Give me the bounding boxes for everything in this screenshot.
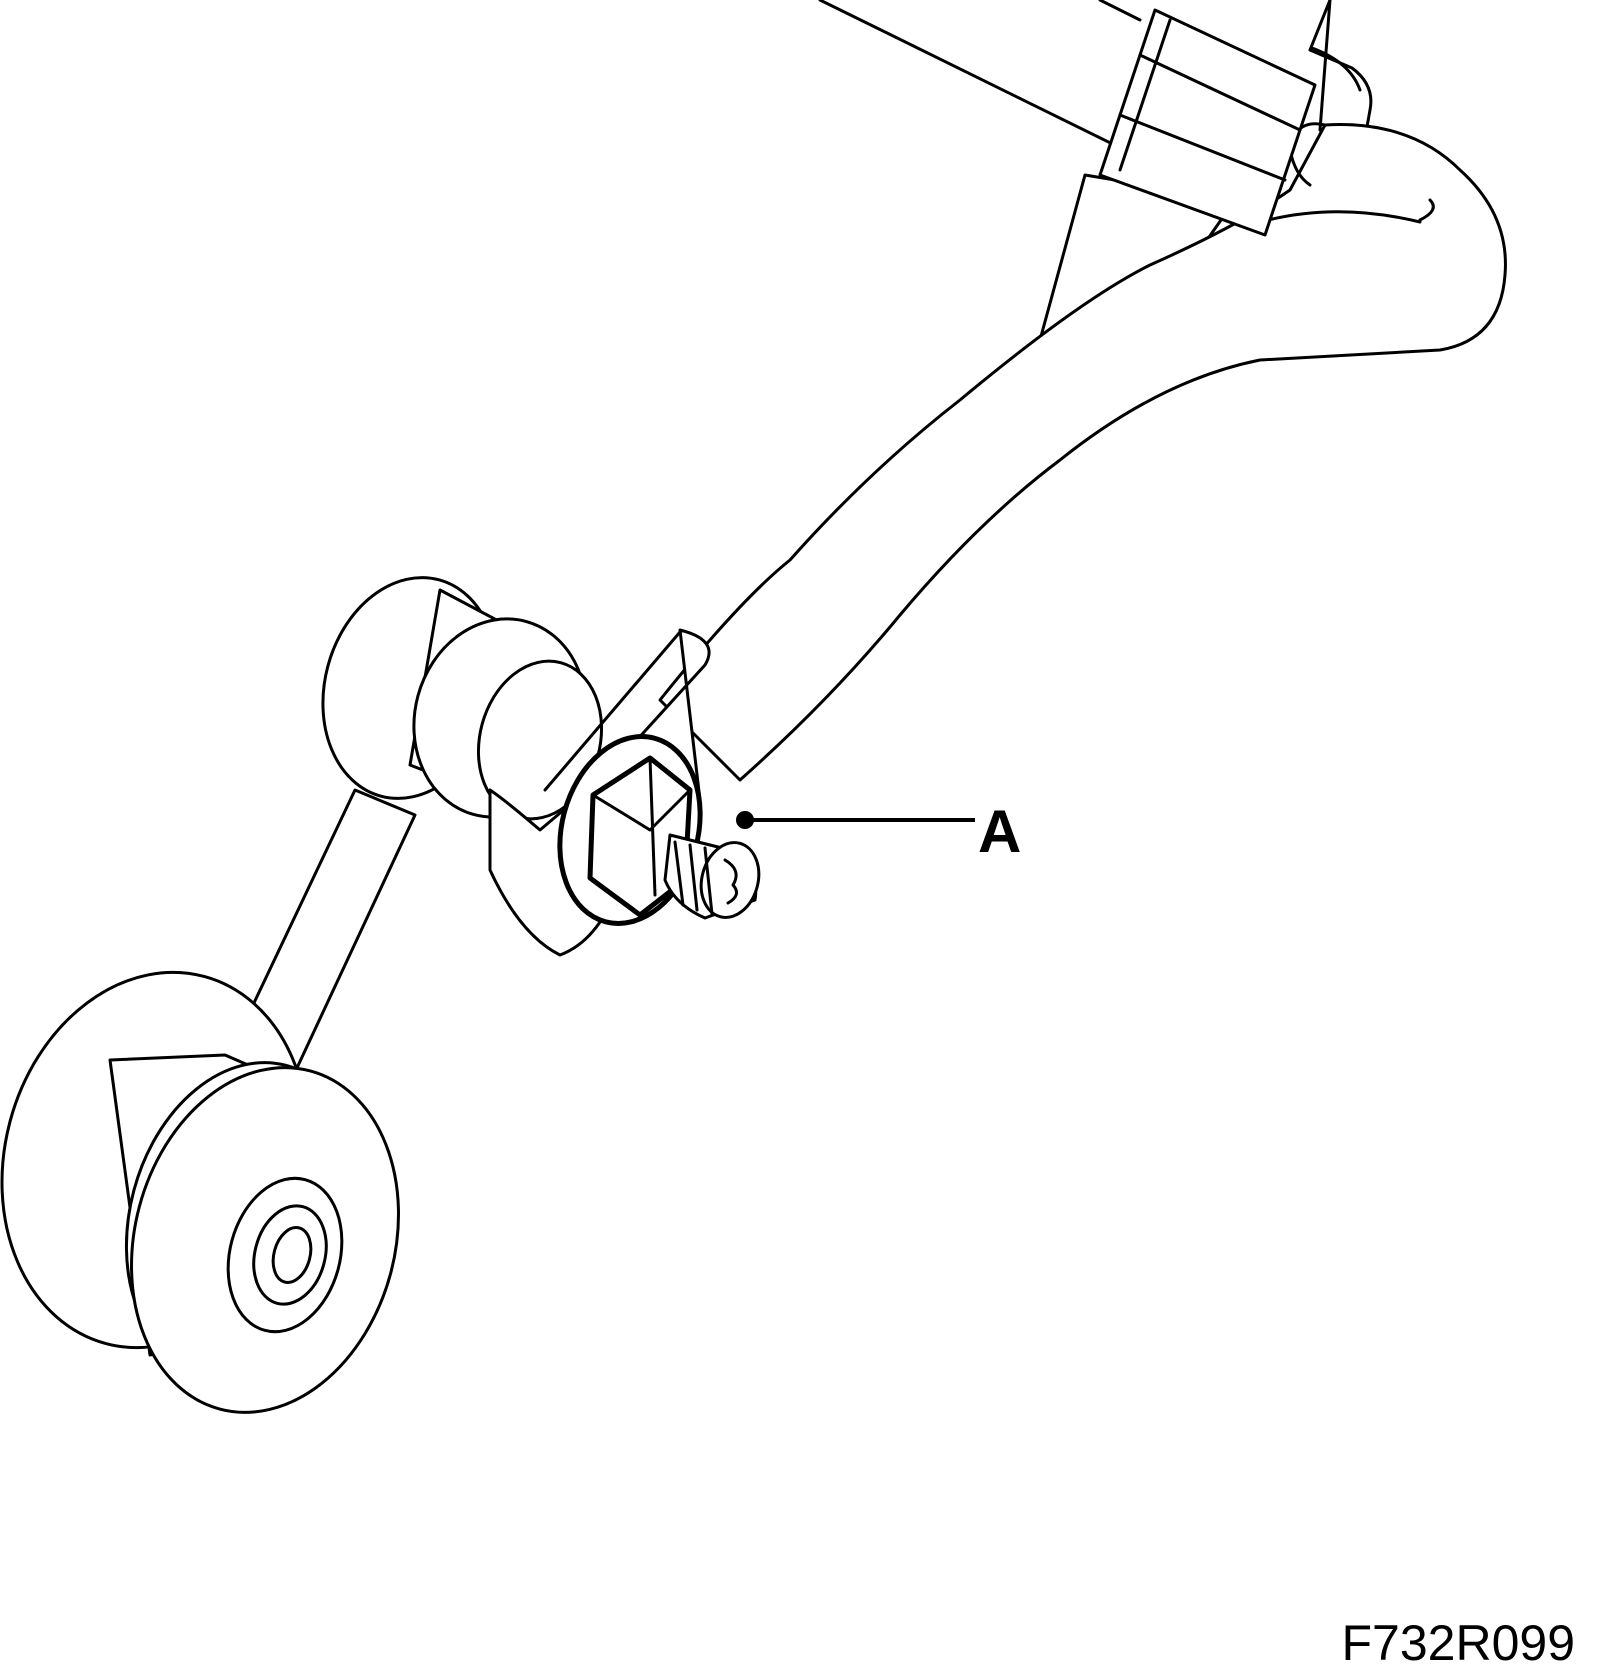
bar-bushing (1098, 8, 1317, 237)
figure-id: F732R099 (1342, 1615, 1576, 1671)
threaded-stud (663, 833, 761, 920)
callout-a: A (736, 798, 1021, 865)
callout-label: A (978, 798, 1021, 865)
lower-bushing (0, 970, 400, 1414)
lower-link-eye (226, 1176, 344, 1334)
reference-line (818, 0, 1147, 162)
upper-ball-joint (321, 576, 604, 821)
